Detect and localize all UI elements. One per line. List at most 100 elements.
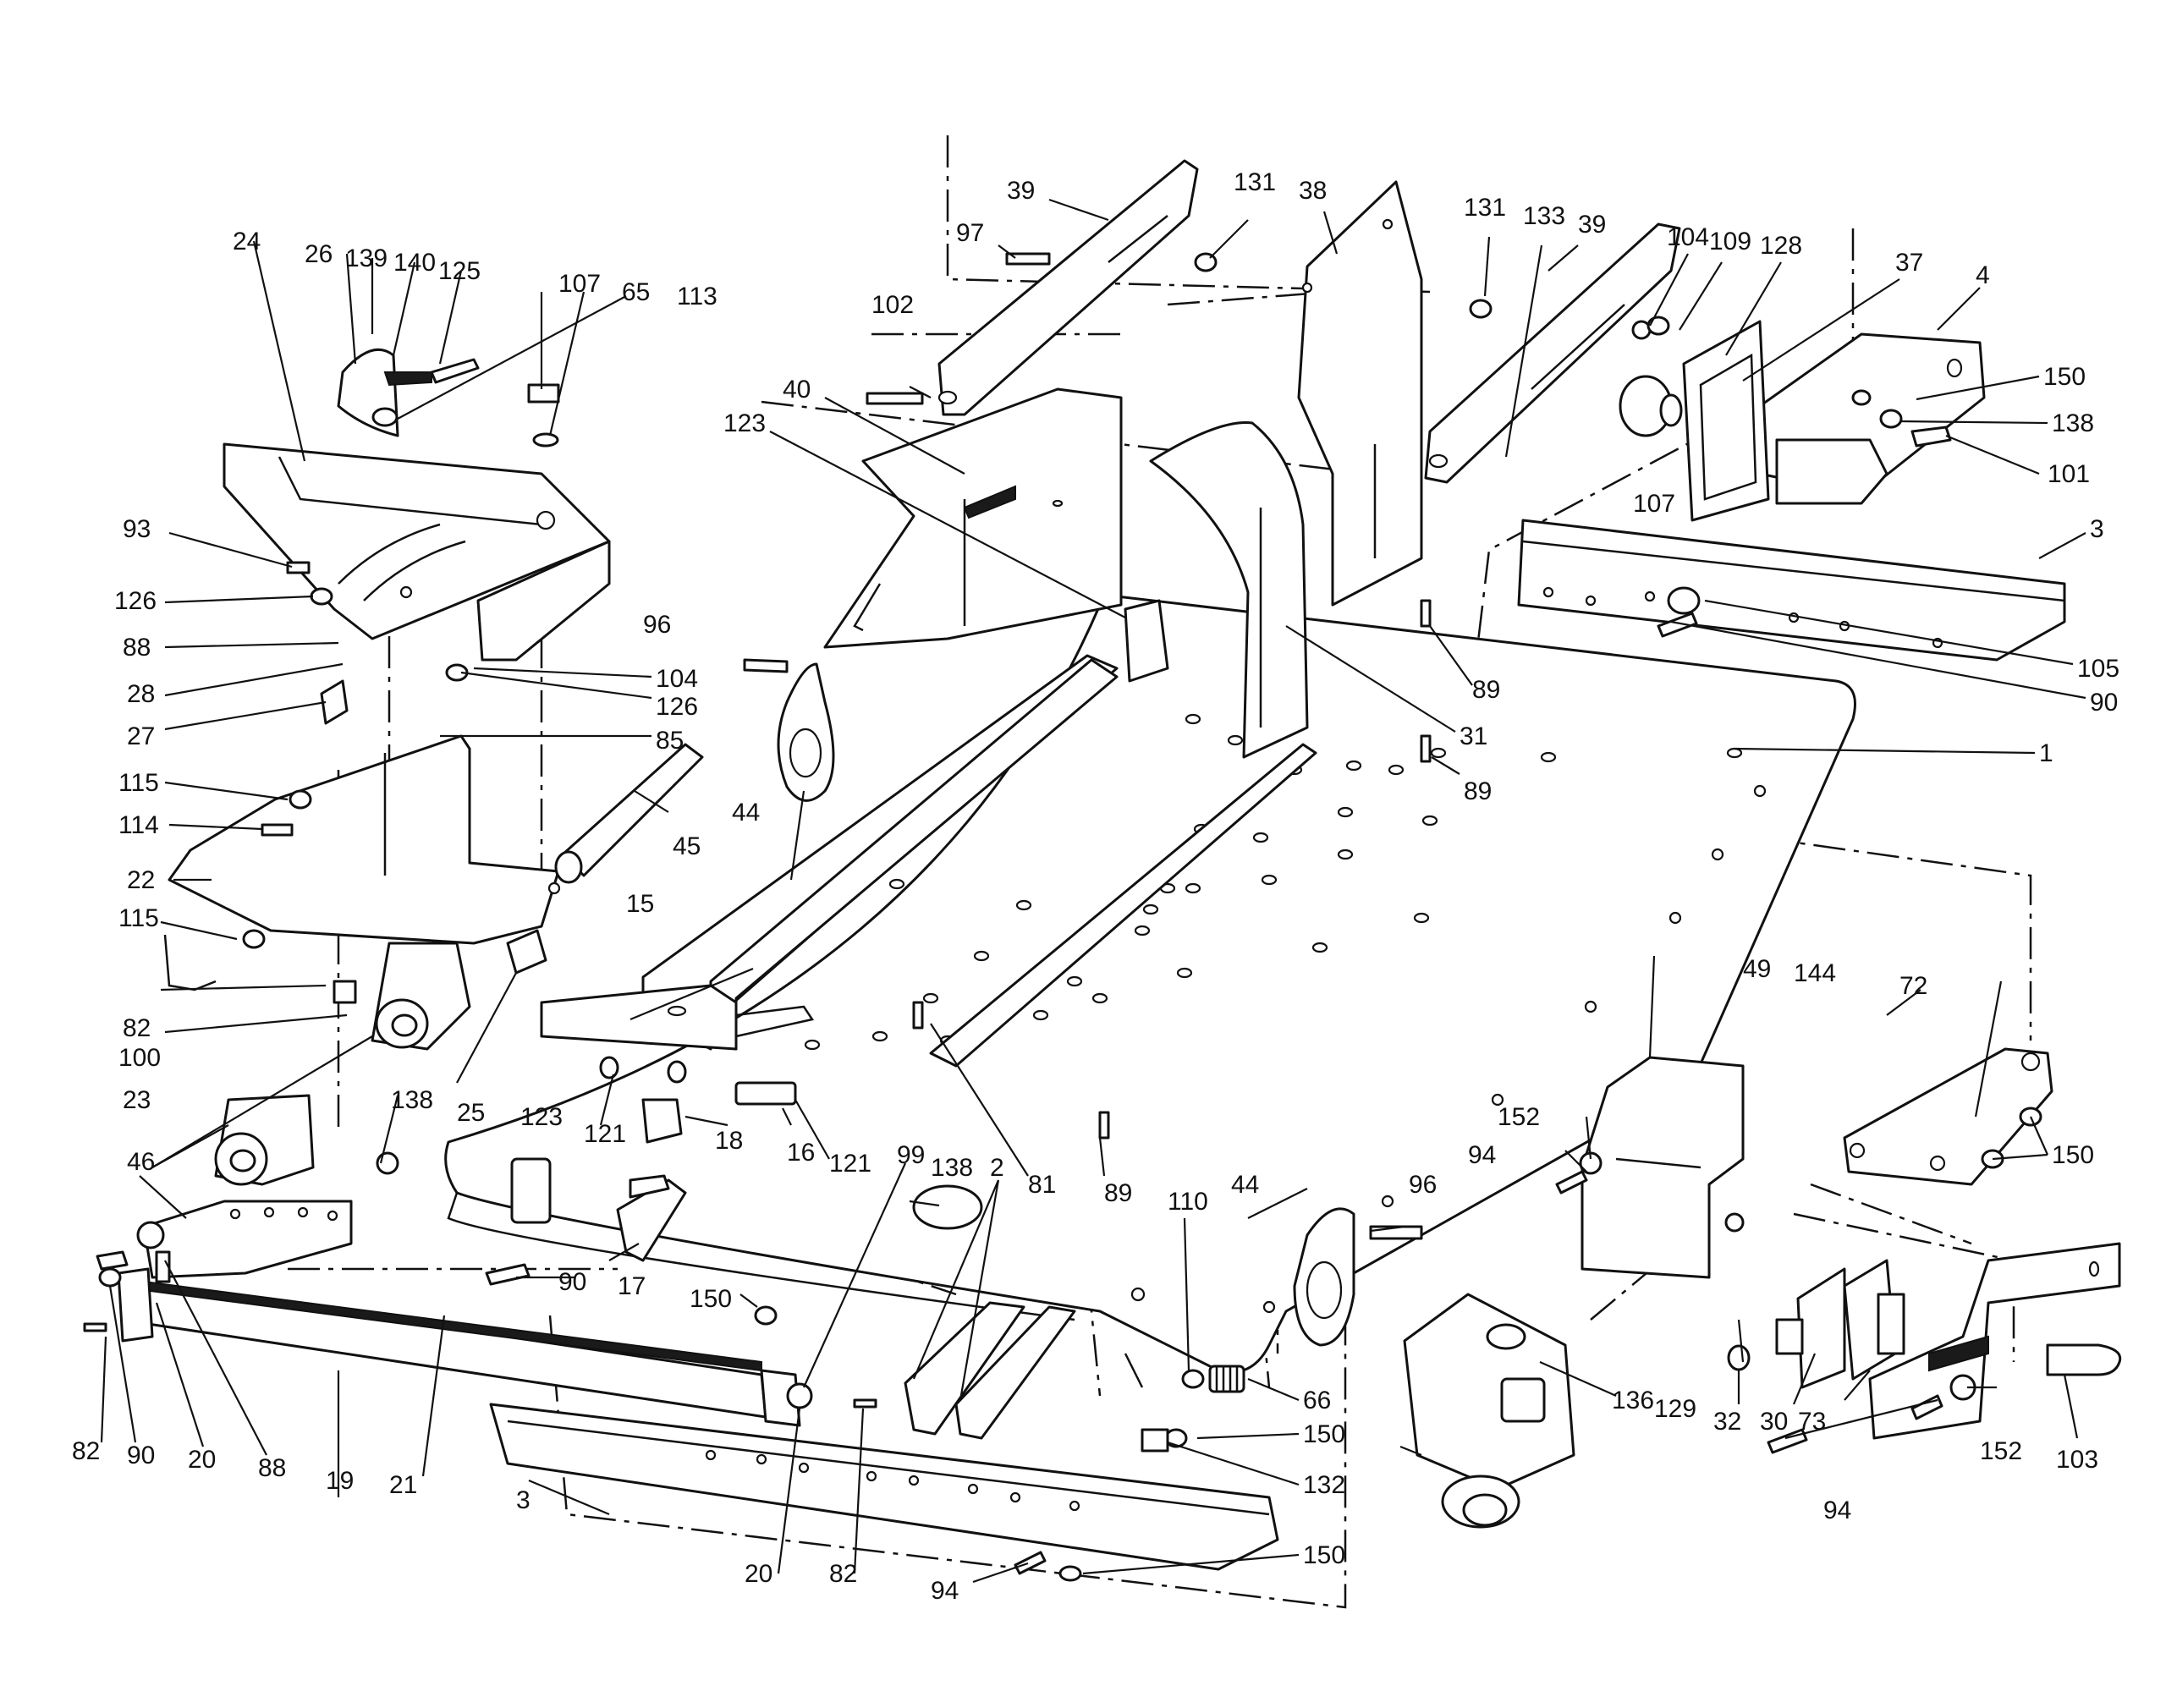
label-16: 16	[787, 1139, 815, 1167]
label-138-mid: 138	[931, 1154, 973, 1182]
slotted-arm-39-right	[1424, 222, 1681, 484]
carrier-22	[163, 734, 561, 991]
pin-16	[734, 1081, 797, 1106]
label-39-right: 39	[1578, 211, 1606, 239]
handle-44-upper	[777, 662, 835, 802]
slide-rails-2	[904, 1301, 1076, 1440]
label-38: 38	[1299, 177, 1327, 205]
label-136: 136	[1612, 1387, 1654, 1414]
protractor-26	[337, 348, 480, 437]
label-22: 22	[127, 866, 155, 894]
handle-44-lower	[1293, 1207, 1355, 1347]
label-126-left: 126	[114, 587, 157, 615]
label-132: 132	[1303, 1471, 1345, 1499]
label-3-bottom: 3	[516, 1486, 531, 1514]
label-27: 27	[127, 722, 155, 750]
label-121-left: 121	[584, 1120, 626, 1148]
guide-rail-15	[540, 654, 1119, 1051]
label-103: 103	[2056, 1446, 2098, 1474]
label-129: 129	[1654, 1395, 1696, 1423]
label-114: 114	[118, 811, 159, 839]
label-139: 139	[345, 244, 388, 272]
slide-block-23-upper	[371, 942, 471, 1051]
label-18: 18	[715, 1127, 743, 1155]
clip-27	[320, 679, 349, 725]
label-94-right: 94	[1823, 1497, 1851, 1524]
label-31: 31	[1460, 722, 1487, 750]
block-123-upper	[1124, 599, 1169, 683]
label-133: 133	[1523, 202, 1565, 230]
label-97: 97	[956, 219, 984, 247]
label-150-bottom: 150	[1303, 1541, 1345, 1569]
label-26: 26	[305, 240, 333, 268]
label-19: 19	[326, 1467, 354, 1495]
label-150-lower: 150	[1303, 1420, 1345, 1448]
label-96-top: 96	[643, 611, 671, 639]
label-131-left: 131	[1234, 168, 1276, 196]
riving-knife-31	[1149, 421, 1309, 759]
switch-136	[1403, 1293, 1575, 1529]
label-25: 25	[457, 1099, 485, 1127]
bracket-73	[1868, 1242, 2121, 1440]
label-121-right: 121	[829, 1150, 871, 1178]
label-94-bottom: 94	[931, 1577, 959, 1605]
bottom-bar-3	[489, 1403, 1279, 1571]
label-138-left: 138	[391, 1086, 433, 1114]
label-123-bottom: 123	[520, 1103, 563, 1131]
label-102: 102	[871, 291, 914, 319]
latch-18	[641, 1098, 683, 1144]
label-90-right: 90	[2090, 689, 2118, 717]
label-138-top: 138	[2052, 409, 2094, 437]
knob-107	[1619, 375, 1683, 437]
label-99: 99	[897, 1141, 925, 1169]
label-37: 37	[1895, 249, 1923, 277]
label-126-right: 126	[656, 693, 698, 721]
label-81: 81	[1028, 1171, 1056, 1199]
label-90-mid: 90	[558, 1268, 586, 1296]
label-144: 144	[1794, 959, 1836, 987]
label-89-bottom: 89	[1104, 1179, 1132, 1207]
label-107-left: 107	[558, 270, 601, 298]
label-128: 128	[1760, 232, 1802, 260]
guard-plate-38	[1297, 180, 1423, 607]
rod-45	[554, 743, 704, 884]
label-150-right: 150	[2052, 1141, 2094, 1169]
label-131-right: 131	[1464, 194, 1506, 222]
label-96-bottom: 96	[1409, 1171, 1437, 1199]
label-110: 110	[1168, 1188, 1208, 1216]
label-150-top: 150	[2043, 363, 2086, 391]
label-40: 40	[783, 376, 811, 404]
rail-19	[117, 1267, 813, 1427]
label-104-left: 104	[656, 665, 698, 693]
block-123-lower	[510, 1157, 552, 1224]
spring-66	[1208, 1365, 1245, 1393]
label-32: 32	[1713, 1408, 1741, 1436]
label-101: 101	[2048, 460, 2090, 488]
bracket-46	[136, 1200, 353, 1279]
label-100: 100	[118, 1044, 161, 1072]
label-39-left: 39	[1007, 177, 1035, 205]
clip-25	[506, 929, 547, 975]
label-105: 105	[2077, 655, 2119, 683]
label-72: 72	[1899, 972, 1927, 1000]
label-82-left: 82	[123, 1014, 151, 1042]
label-123-top: 123	[723, 409, 766, 437]
label-93: 93	[123, 515, 151, 543]
guide-strip	[929, 743, 1317, 1068]
label-17: 17	[618, 1272, 646, 1300]
label-115-bottom: 115	[118, 904, 159, 932]
label-66: 66	[1303, 1387, 1331, 1414]
label-44-bottom: 44	[1231, 1171, 1259, 1199]
label-30: 30	[1760, 1408, 1788, 1436]
leader-lines	[100, 198, 2086, 1584]
label-28: 28	[127, 680, 155, 708]
label-20-left: 20	[188, 1446, 216, 1474]
bracket-4	[1758, 332, 1986, 505]
label-152-top: 152	[1498, 1103, 1540, 1131]
slide-block-23-lower	[214, 1094, 315, 1186]
label-104-top: 104	[1667, 223, 1709, 251]
label-44-top: 44	[732, 799, 760, 827]
fence-bar-40	[823, 387, 1123, 649]
label-107-right: 107	[1633, 490, 1675, 518]
label-45: 45	[673, 832, 701, 860]
